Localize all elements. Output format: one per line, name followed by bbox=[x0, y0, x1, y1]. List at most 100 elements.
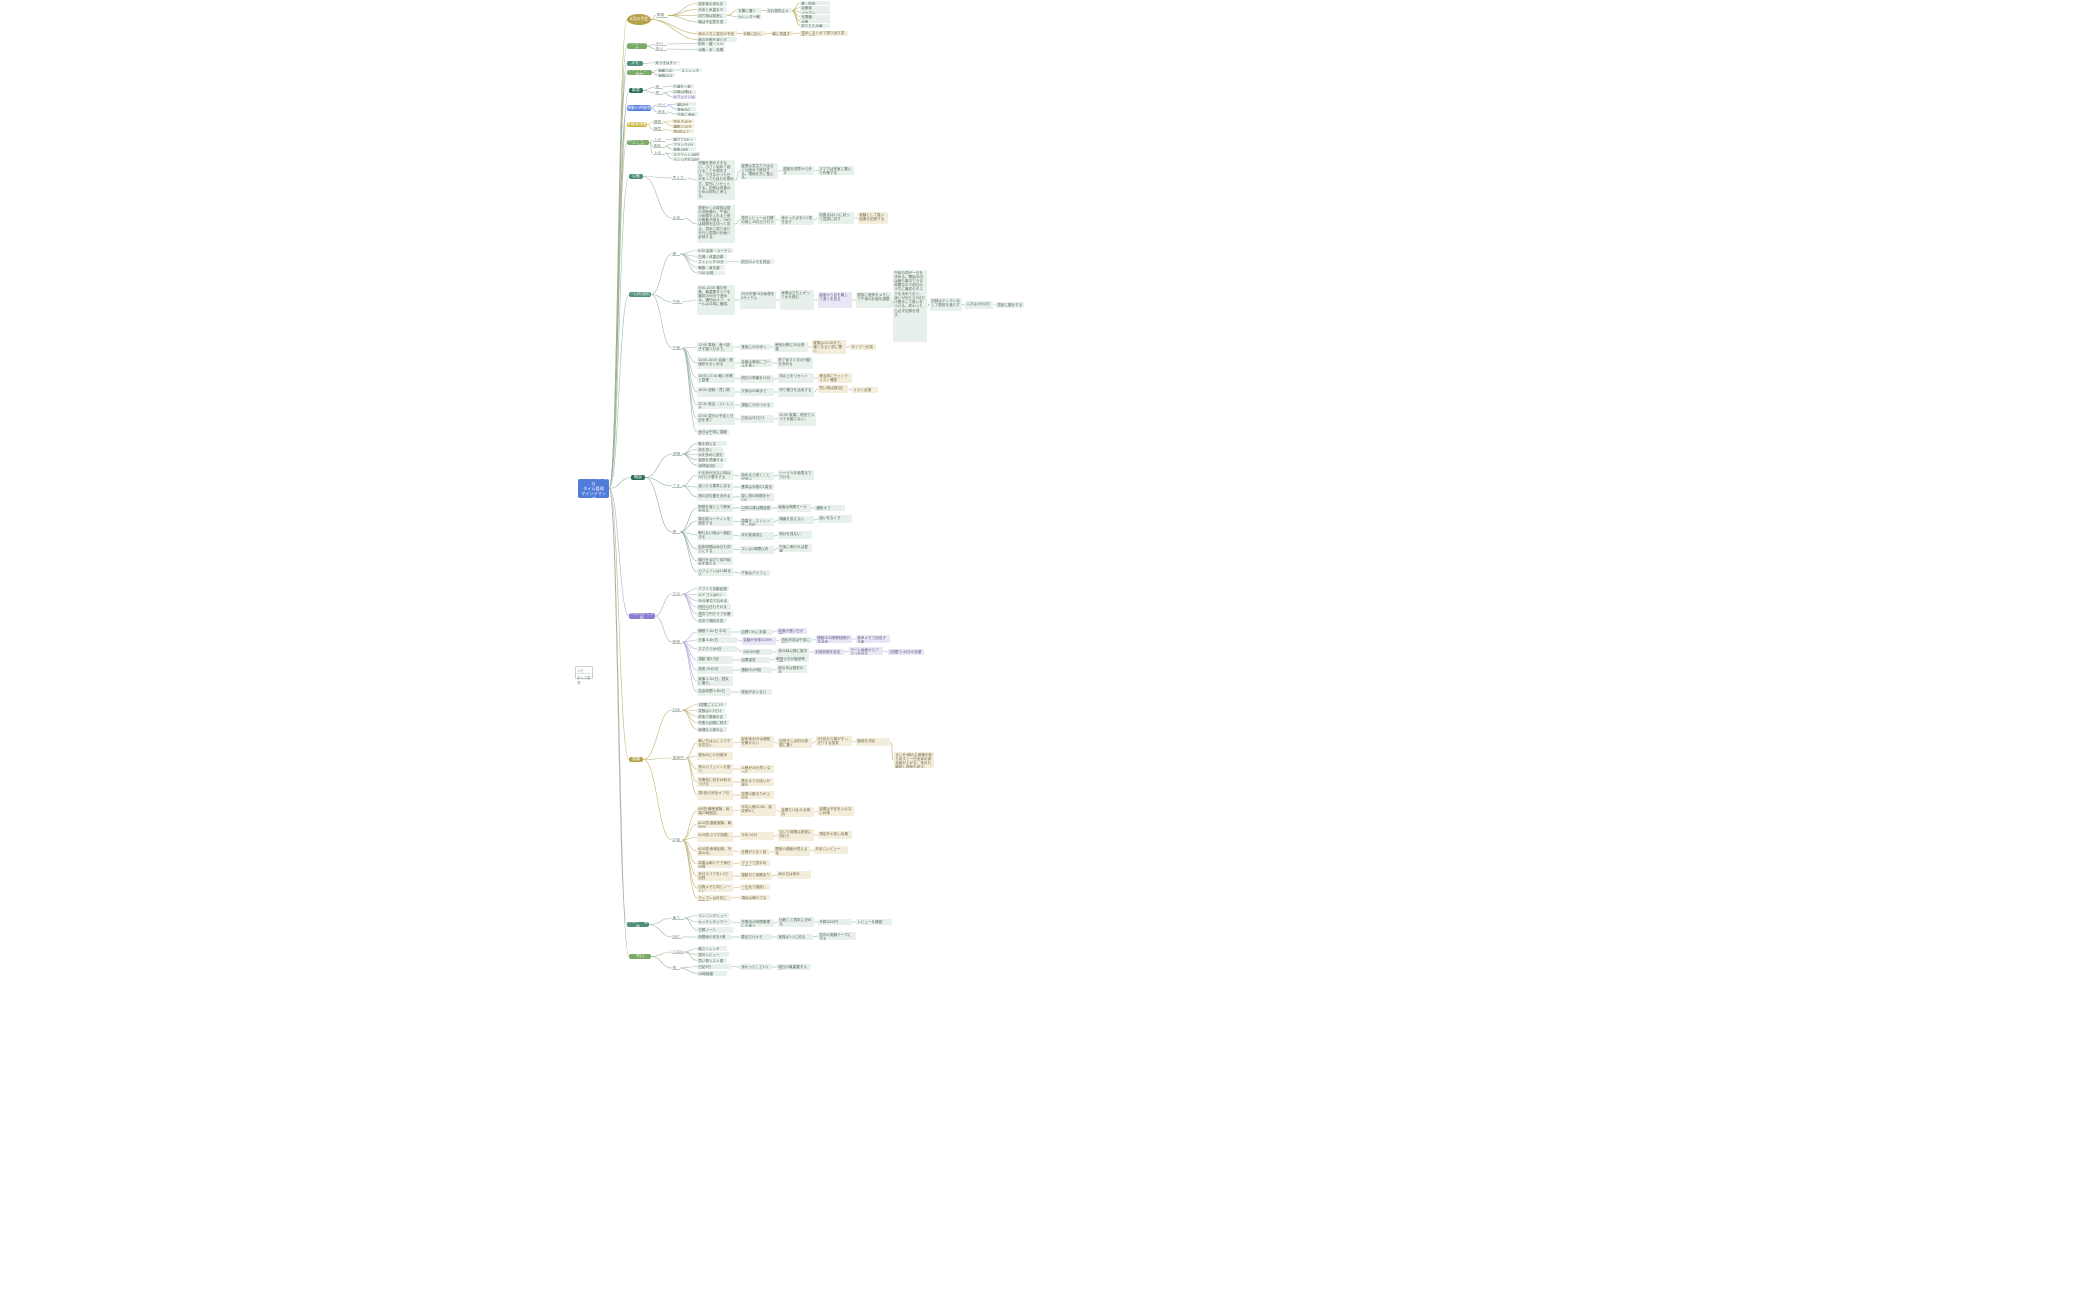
mindmap-node[interactable]: 日記は3行だけ bbox=[740, 415, 774, 423]
mindmap-node[interactable]: 仕事 8.4h/日 bbox=[697, 637, 737, 643]
mindmap-node[interactable]: 白湯を一杯 bbox=[672, 84, 694, 88]
branch-node[interactable]: 持ち物リスト bbox=[627, 43, 647, 49]
mindmap-node[interactable]: 時間術の本を1冊 bbox=[697, 934, 731, 940]
mindmap-node[interactable]: 背筋15回 bbox=[672, 147, 696, 151]
mindmap-node[interactable]: 6/26週:食事記録。写真のみ。 bbox=[697, 846, 733, 856]
branch-node[interactable]: 実験 bbox=[629, 757, 643, 762]
mindmap-node[interactable]: 想定外の良い効果 bbox=[818, 831, 852, 839]
mindmap-node[interactable]: 通知オフ bbox=[815, 505, 845, 511]
mindmap-node[interactable]: ズレは1時間以内 bbox=[740, 546, 774, 554]
branch-node[interactable]: メモ bbox=[627, 61, 643, 66]
mindmap-node[interactable]: レビューを確認 bbox=[856, 919, 892, 925]
mindmap-node[interactable]: 昼休みに10分散歩 bbox=[697, 752, 733, 760]
mindmap-node[interactable]: 6:30 起床・カーテンを開ける bbox=[697, 248, 733, 253]
mindmap-node[interactable]: 朝いちばんにスマホを見ない bbox=[697, 738, 733, 748]
mindmap-node[interactable]: 週3回以上 bbox=[672, 129, 694, 133]
mindmap-node[interactable]: スマホ 2.6h/日 bbox=[697, 646, 737, 652]
mindmap-node[interactable]: 6/12週:運動実験。朝20分。 bbox=[697, 820, 733, 828]
subtopic-label[interactable]: TODO bbox=[672, 950, 684, 954]
mindmap-node[interactable]: 時計を見ない bbox=[778, 531, 812, 539]
mindmap-node[interactable]: 23時就寝 bbox=[697, 971, 727, 976]
mindmap-node[interactable]: 7:50 出発 bbox=[697, 270, 725, 275]
mindmap-node[interactable]: 朝は予定表を見てから動く bbox=[697, 19, 727, 24]
mindmap-node[interactable]: 6/19週:スマホ制限。 bbox=[697, 832, 733, 842]
mindmap-node[interactable]: 腕立て3セット bbox=[672, 137, 696, 141]
mindmap-node[interactable]: 週次レビュー bbox=[697, 952, 729, 957]
mindmap-node[interactable]: 折りたたみ傘 bbox=[800, 23, 830, 28]
branch-node[interactable]: 6月の予定 bbox=[627, 14, 651, 25]
mindmap-node[interactable]: 毎朝7:00 bbox=[657, 68, 675, 72]
mindmap-node[interactable]: 買い物は週2回 bbox=[818, 385, 848, 393]
mindmap-node[interactable]: 画面は夜間モード bbox=[777, 504, 811, 512]
mindmap-node[interactable]: 読書 25分/日 bbox=[697, 666, 733, 674]
mindmap-node[interactable]: 午後に眠ければ昼寝 bbox=[778, 544, 812, 552]
mindmap-node[interactable]: 空いた時間は読書に流れた bbox=[778, 829, 814, 841]
mindmap-node[interactable]: 前日のメモを見返す bbox=[740, 259, 774, 264]
mindmap-node[interactable]: カフェインは14時まで bbox=[697, 568, 733, 576]
mindmap-node[interactable]: グラフで週平均を見る bbox=[740, 860, 770, 866]
mindmap-node[interactable]: 予算3000円 bbox=[818, 919, 852, 925]
mindmap-node[interactable]: イヤホン bbox=[800, 10, 830, 14]
subtopic-label[interactable]: 平日 bbox=[655, 42, 667, 46]
mindmap-node[interactable]: 持ち物は前夜に用意 bbox=[697, 13, 727, 18]
mindmap-node[interactable]: アプリで自動記録 bbox=[697, 586, 729, 591]
mindmap-node[interactable]: 18:00 退勤・買い物 bbox=[697, 387, 735, 397]
subtopic-label[interactable]: 工夫 bbox=[672, 484, 682, 488]
branch-node[interactable]: 細部 bbox=[631, 475, 645, 480]
mindmap-node[interactable]: 23:00 就寝。布団でスマホを触らない。 bbox=[778, 412, 816, 426]
mindmap-node[interactable]: スクワット15回×3 bbox=[672, 152, 700, 156]
subtopic-label[interactable]: 計画 bbox=[672, 708, 682, 712]
mindmap-node[interactable]: SNSが6割 bbox=[742, 649, 772, 655]
mindmap-node[interactable]: 手帳に記入 bbox=[742, 31, 766, 36]
mindmap-node[interactable]: 習慣は意志力ではなく仕組みで維持する。環境を先に整える。 bbox=[740, 163, 778, 179]
mindmap-node[interactable]: 日記3行 bbox=[697, 964, 731, 969]
branch-node[interactable]: 有酸素運動 bbox=[627, 122, 647, 127]
mindmap-node[interactable]: 一元化で継続しやすい bbox=[740, 884, 770, 890]
mindmap-node[interactable]: 水筒・本・充電器 bbox=[697, 47, 725, 52]
mindmap-node[interactable]: 1週間で-40分の効果 bbox=[888, 649, 924, 655]
branch-node[interactable]: 一日の流れ bbox=[629, 292, 651, 297]
subtopic-label[interactable]: 体幹 bbox=[653, 144, 665, 148]
mindmap-node[interactable]: 夜更かしの原因は昼の決断疲れ。午後に小休憩を入れると夜の衝動が減る。SNSは時間… bbox=[697, 205, 735, 243]
mindmap-node[interactable]: 縄跳び10分 bbox=[672, 124, 694, 128]
mindmap-node[interactable]: 照明を落として眠気を作る bbox=[697, 504, 733, 512]
mindmap-node[interactable]: 変数は1つだけ bbox=[697, 708, 725, 713]
mindmap-node[interactable]: 朝日を浴びて体内時計を整える bbox=[697, 557, 733, 565]
subtopic-label[interactable]: 休日 bbox=[655, 47, 667, 51]
mindmap-node[interactable]: 金曜は予定を入れない対策 bbox=[818, 806, 854, 816]
mindmap-node[interactable]: 作り置きを活用する bbox=[778, 387, 814, 397]
mindmap-node[interactable]: ホーム画面からアプリを外す bbox=[849, 647, 883, 655]
mindmap-node[interactable]: 良かったこと1つ bbox=[740, 964, 772, 970]
mindmap-node[interactable]: 前後で数値を比較 bbox=[697, 714, 727, 719]
mindmap-node[interactable]: 毎晩22:30 bbox=[657, 73, 675, 77]
mindmap-node[interactable]: 定期券 bbox=[800, 5, 830, 10]
branch-node[interactable]: リマインダー設定 bbox=[627, 70, 652, 75]
subtopic-label[interactable]: 夜 bbox=[655, 91, 663, 95]
mindmap-node[interactable]: 白湯・体重記録 bbox=[697, 254, 727, 259]
mindmap-node[interactable]: 週次レビューは日曜の夜に15分だけ行う bbox=[740, 215, 776, 225]
mindmap-node[interactable]: 気分スコアを1-5で記録 bbox=[697, 871, 733, 881]
mindmap-node[interactable]: カレンダー確認 bbox=[737, 14, 761, 19]
mindmap-node[interactable]: 基準は手帳の1頁目 bbox=[740, 484, 774, 490]
mindmap-node[interactable]: 探し物の時間をゼロに bbox=[740, 493, 774, 501]
note-box[interactable]: メモ あとで整理 bbox=[575, 666, 593, 685]
mindmap-node[interactable]: 比較して週末に決める bbox=[778, 917, 814, 927]
mindmap-node[interactable]: 姿勢を意識する bbox=[697, 457, 727, 462]
mindmap-node[interactable]: 目覚ましは別の部屋に置く bbox=[778, 738, 812, 748]
mindmap-node[interactable]: 移動中の隙間時間が未活用 bbox=[816, 635, 852, 643]
subtopic-label[interactable]: 記録 bbox=[672, 838, 682, 842]
mindmap-node[interactable]: 玄関に置く bbox=[737, 8, 761, 13]
mindmap-node[interactable]: 本を数頁読む bbox=[740, 532, 774, 540]
mindmap-node[interactable]: 25分作業+5分休憩を4サイクル bbox=[740, 291, 776, 309]
mindmap-node[interactable]: 眠れない時は一度起きる bbox=[697, 530, 733, 540]
mindmap-node[interactable]: ランニングシューズ bbox=[697, 913, 729, 918]
mindmap-node[interactable]: 使途があいまい bbox=[740, 689, 772, 695]
mindmap-node[interactable]: 鍵・財布 bbox=[800, 1, 830, 5]
subtopic-label[interactable]: 方法 bbox=[672, 592, 682, 596]
subtopic-label[interactable]: 準備 bbox=[656, 13, 668, 18]
mindmap-node[interactable]: 水を多めに飲む bbox=[697, 452, 725, 457]
mindmap-node[interactable]: 週末にまとめて振り返り翌週へ反映 bbox=[800, 30, 848, 36]
mindmap-node[interactable]: 夕食は20時まで bbox=[740, 388, 774, 396]
mindmap-node[interactable]: 方眼ノート bbox=[697, 927, 733, 933]
mindmap-node[interactable]: 机を拭く bbox=[697, 447, 723, 452]
